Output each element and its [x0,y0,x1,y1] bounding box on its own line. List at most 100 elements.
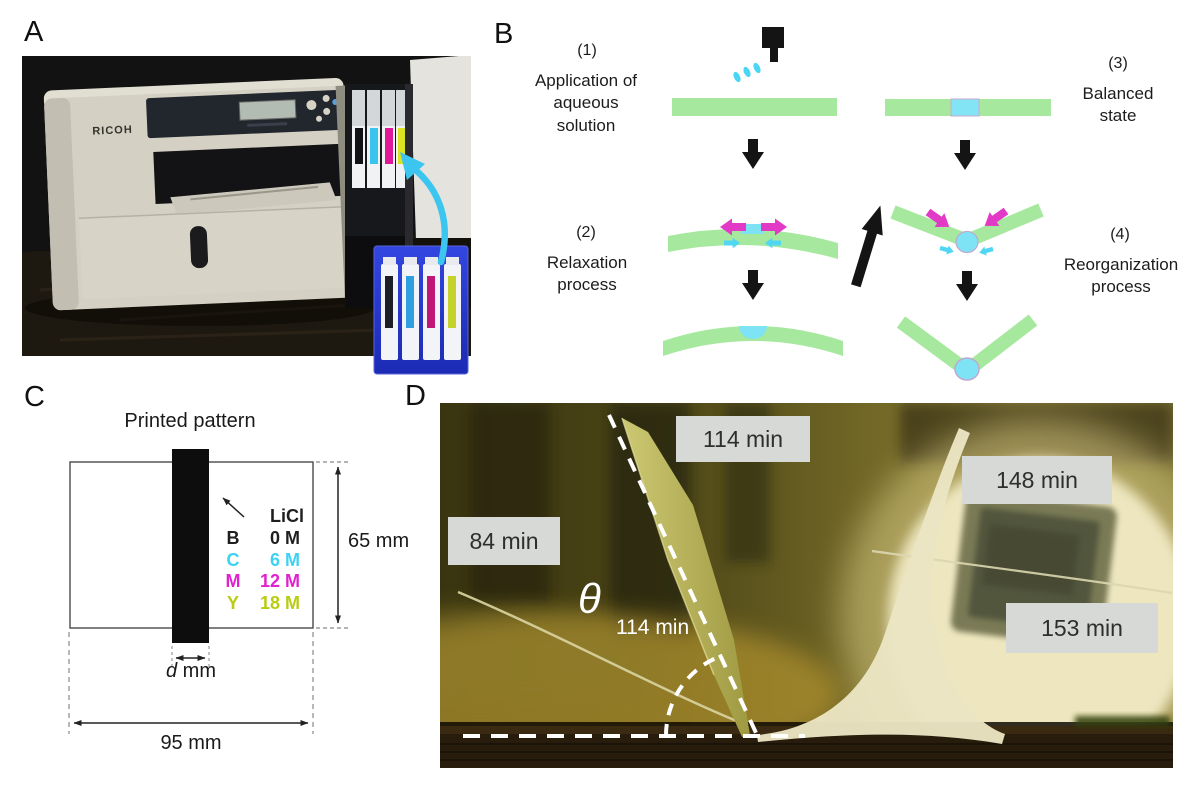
inset-pointer-arrow [408,163,448,266]
inset-label-magenta [427,276,435,328]
inset-cartridge-cap [404,257,417,265]
down-arrow-icon [742,270,764,300]
ink-letter: B [226,528,240,549]
drawer-seam [79,205,347,220]
step-1-number: (1) [577,42,597,59]
legend-row: Y 18 M [222,593,304,615]
swelling-arrow-icon [938,243,956,257]
amber-glow [440,610,680,710]
ink-concentration: 18 M [259,593,300,614]
cartridge-inset-photo [373,152,469,375]
step-3-caption: Balanced state [1082,84,1154,126]
drawer-handle [189,226,209,269]
ink-concentration: 12 M [259,571,300,592]
legend-row: M 12 M [222,571,304,593]
annotation-arrow [222,497,245,518]
step-3-number: (3) [1108,55,1128,72]
time-label-84min: 84 min [448,517,560,565]
inset-pointer-arrowhead [400,152,425,180]
bar-width-dimension-label: d mm [148,660,234,683]
cartridge-top [382,90,395,130]
bar-width-variable: d [165,660,178,682]
strip-148min [757,428,1005,744]
down-arrow-icon [742,139,764,169]
folded-strip-right [967,314,1038,373]
paper-strip-flat [672,98,837,116]
strip-84min [457,590,745,726]
control-button [306,100,317,111]
cartridge-bay [345,84,413,308]
ink-letter: M [225,571,241,592]
step-4-number: (4) [1110,226,1130,243]
angle-arc-dashed [663,656,717,737]
bay-frame [405,84,413,308]
panel-label-b: B [494,18,514,50]
pattern-title: Printed pattern [124,410,256,432]
down-arrow-icon [956,271,978,301]
lcd-display [238,99,297,121]
inset-label-yellow [448,276,456,328]
paper-tray [170,182,337,216]
panel-label-c: C [24,381,45,413]
swelling-arrow-icon [977,244,995,258]
solution-droplet [955,230,979,254]
wall [410,56,471,242]
panel-label-a: A [24,16,44,48]
ink-concentration: 0 M [269,528,300,549]
nozzle-icon [762,27,784,48]
legend-row: C 6 M [222,550,304,572]
width-dimension-label: 95 mm [160,732,222,754]
folding-strip-right [971,203,1044,245]
printer-left-shade [44,97,79,311]
ink-label-cyan [370,128,378,164]
inset-label-cyan [406,276,414,328]
step-4-caption: Reorganization process [1063,255,1179,297]
droplet-icon [733,71,741,83]
solution-lens [739,326,767,339]
inset-cartridge-cap [425,257,438,265]
folding-strip-left [890,205,963,245]
absorbed-solution-patch [950,98,980,117]
folded-strip-left [896,316,967,373]
lcd-digits [982,524,1080,595]
extension-lines-width [68,632,314,734]
inset-cartridges [381,257,461,360]
panel-a-photo: RICOH [22,56,471,356]
table-texture [440,743,1173,761]
legend-title: LiCl [270,506,304,526]
inset-cartridge-cap [383,257,396,265]
legend-row: B 0 M [222,528,304,550]
ink-letter: C [226,549,240,570]
printer-brand-logo: RICOH [92,124,133,138]
ink-legend: B 0 M C 6 M M 12 M Y 18 M [222,528,304,614]
ink-letter: Y [226,593,239,614]
curved-strip-final [663,326,843,356]
step-2-number: (2) [576,224,596,241]
panel-d-photo [440,403,1173,768]
time-label-148min: 148 min [962,456,1112,504]
panel-detail [247,122,288,127]
time-label-153min: 153 min [1006,603,1158,653]
ink-concentration: 6 M [269,549,300,570]
ink-label-magenta [385,128,393,164]
nozzle-tip-icon [770,48,778,62]
panel-b-schematic [663,27,1051,381]
printed-bar [172,449,209,643]
ink-label-yellow [398,128,406,164]
time-label-114min: 114 min [676,416,810,462]
extension-lines-bar [171,646,210,668]
printer-illustration: RICOH [43,77,355,311]
solution-patch [741,224,764,234]
angle-subscript: 114 min [616,616,690,639]
ink-label-black [355,128,363,164]
down-arrow-icon [954,140,976,170]
control-button [316,115,323,122]
paper-strip-relaxing [668,228,838,259]
front-drawer [79,205,351,300]
droplet-icon [743,66,751,78]
bar-width-unit: mm [177,660,216,682]
cartridge-top [352,90,365,130]
tray-detail [190,185,319,201]
